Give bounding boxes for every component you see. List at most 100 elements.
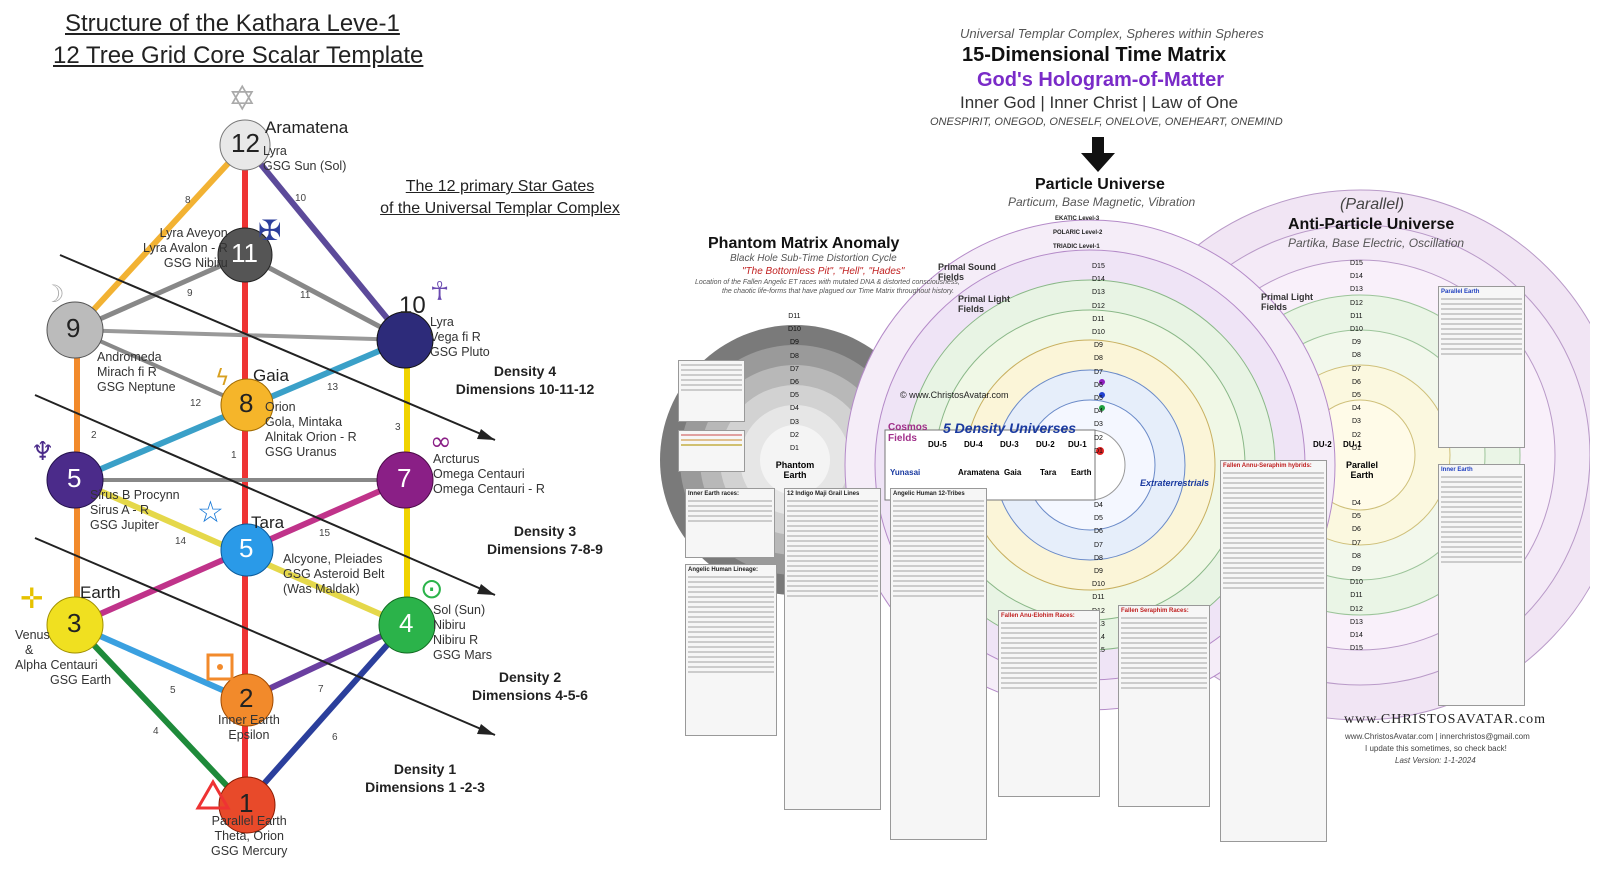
gate-10-number: 10	[399, 292, 426, 319]
particle-lower-d11: D11	[1092, 594, 1105, 602]
star-gates-title-line2: of the Universal Templar Complex	[380, 200, 620, 217]
gate-4-label: Sol (Sun) Nibiru Nibiru R GSG Mars	[433, 603, 492, 663]
anti-d11: D11	[1350, 312, 1363, 320]
phantom-d4: D4	[789, 405, 799, 413]
anti-lower-d13: D13	[1350, 618, 1363, 626]
anti-particle-subtitle: Partika, Base Electric, Oscillation	[1288, 236, 1465, 250]
path-number-13: 13	[327, 382, 339, 393]
kathara-grid-panel: ✡ ✠ ☥ ☽ ϟ ♆ ∞ ☆ ⊙ ✛ Structure of the Kat…	[15, 10, 635, 860]
gate-3-sphere	[46, 596, 104, 654]
anti-d10: D10	[1350, 326, 1363, 334]
gate-3-number: 3	[67, 608, 82, 638]
du5-label: DU-5	[928, 440, 947, 449]
path-number-2: 2	[91, 430, 97, 441]
du5-name: Yunasai	[890, 468, 921, 477]
parallel-earth-center: Parallel Earth	[1345, 460, 1379, 480]
inner-earth-races-panel: Inner Earth races:	[685, 488, 775, 558]
particle-d14: D14	[1092, 276, 1105, 284]
anti-d3: D3	[1351, 418, 1361, 426]
gate-9-line3: GSG Neptune	[97, 380, 176, 394]
path-number-10: 10	[295, 193, 307, 204]
header-universal-templar: Universal Templar Complex, Spheres withi…	[960, 26, 1264, 41]
anti-lower-d14: D14	[1350, 632, 1363, 640]
anti-primal-light-label: Primal Light Fields	[1261, 292, 1314, 312]
gate-8-line4: GSG Uranus	[265, 445, 337, 459]
gate-8-name: Gaia	[253, 366, 289, 385]
particle-universe-title: Particle Universe	[1035, 176, 1165, 193]
phantom-d1: D1	[789, 445, 799, 453]
path-number-11: 11	[300, 290, 311, 301]
particle-lower-d8: D8	[1093, 554, 1103, 562]
path-11-line	[243, 252, 407, 343]
path-8-line	[72, 142, 248, 333]
phantom-dimension-list: D11 D10 D9 D8 D7 D6 D5 D4 D3 D2 D1	[788, 310, 801, 455]
particle-d1: D1	[1093, 447, 1103, 455]
parallel-earth-panel: Parallel Earth	[1438, 286, 1525, 448]
anti-lower-d6: D6	[1351, 526, 1361, 534]
path-number-14: 14	[175, 536, 187, 547]
anti-lower-dimension-list: D4 D5 D6 D7 D8 D9 D10 D11 D12 D13 D14 D1…	[1350, 497, 1363, 655]
particle-lower-d10: D10	[1092, 581, 1105, 589]
arrow-line-1	[59, 254, 496, 441]
star-gates-title: The 12 primary Star Gates of the Univers…	[365, 176, 635, 220]
sun-symbol-icon: ⊙	[420, 572, 443, 605]
phantom-d3: D3	[789, 418, 799, 426]
path-number-3: 3	[395, 422, 401, 433]
primal-sound-label: Primal Sound Fields	[938, 262, 997, 282]
gate-3-line4: GSG Earth	[50, 673, 112, 687]
inner-earth-panel: Inner Earth	[1438, 464, 1525, 706]
fallen-anu-elohim-panel: Fallen Anu-Elohim Races:	[998, 610, 1100, 797]
density-2-name: Density 2	[498, 669, 562, 685]
square-icon	[206, 653, 234, 681]
inner-earth-races-heading: Inner Earth races:	[688, 491, 740, 497]
star-gates-title-line1: The 12 primary Star Gates	[405, 178, 595, 195]
du2-label: DU-2	[1036, 440, 1055, 449]
gate-11-line3: GSG Nibiru	[163, 256, 228, 270]
polaric-label: POLARIC Level-2	[1053, 230, 1103, 236]
infinity-icon: ∞	[430, 427, 452, 457]
phantom-matrix-title: Phantom Matrix Anomaly	[708, 235, 900, 252]
gate-5-number: 5	[239, 533, 254, 563]
du3-label: DU-3	[1000, 440, 1019, 449]
update-note: I update this sometimes, so check back!	[1365, 744, 1507, 753]
arrow-head-2	[477, 584, 495, 595]
du4-label: DU-4	[964, 440, 983, 449]
phantom-info-panel	[678, 360, 745, 422]
particle-d13: D13	[1092, 289, 1105, 297]
path-5-line	[73, 622, 247, 703]
density-2-label: Density 2 Dimensions 4-5-6	[450, 668, 610, 704]
anti-d8: D8	[1351, 352, 1361, 360]
gate-5-line3: (Was Maldak)	[283, 582, 360, 596]
gate-3-label: Venus & Alpha Centauri GSG Earth	[15, 628, 112, 688]
gate-2-line2: Epsilon	[228, 728, 270, 742]
density-3-label: Density 3 Dimensions 7-8-9	[465, 522, 625, 558]
annu-seraphim-hybrids-heading: Fallen Annu-Seraphim hybrids:	[1223, 463, 1312, 469]
gate-2-sphere	[220, 673, 274, 727]
density-2-dims: Dimensions 4-5-6	[472, 687, 588, 703]
particle-lower-d6: D6	[1093, 528, 1103, 536]
anti-lower-d9: D9	[1351, 566, 1361, 574]
fallen-seraphim-panel: Fallen Seraphim Races:	[1118, 605, 1210, 807]
particle-universe-subtitle: Particum, Base Magnetic, Vibration	[1008, 195, 1196, 209]
anti-d13: D13	[1350, 286, 1363, 294]
particle-d12: D12	[1092, 302, 1105, 310]
anti-d1: D1	[1351, 444, 1361, 452]
phantom-matrix-subtitle1: Black Hole Sub-Time Distortion Cycle	[730, 253, 897, 264]
du1-name: Earth	[1071, 468, 1092, 477]
phantom-d5: D5	[789, 392, 799, 400]
phantom-d10: D10	[788, 326, 801, 334]
anti-d15: D15	[1350, 260, 1363, 267]
cross-icon: ✠	[258, 214, 281, 247]
gate-1-line3: GSG Mercury	[211, 844, 288, 858]
down-arrow-icon	[1081, 153, 1115, 172]
annu-seraphim-hybrids-panel: Fallen Annu-Seraphim hybrids:	[1220, 460, 1327, 842]
gate-7-label: Arcturus Omega Centauri Omega Centauri -…	[433, 452, 545, 497]
gate-12-name: Aramatena	[265, 118, 349, 137]
gate-7-line3: Omega Centauri - R	[433, 482, 545, 496]
path-6-line	[242, 623, 408, 807]
primal-light-label: Primal Light Fields	[958, 294, 1011, 314]
arrow-head-1	[477, 429, 495, 440]
anti-lower-d11: D11	[1350, 592, 1363, 600]
gate-9-sphere	[46, 301, 104, 359]
angelic-tribes-heading: Angelic Human 12-Tribes	[893, 491, 965, 497]
